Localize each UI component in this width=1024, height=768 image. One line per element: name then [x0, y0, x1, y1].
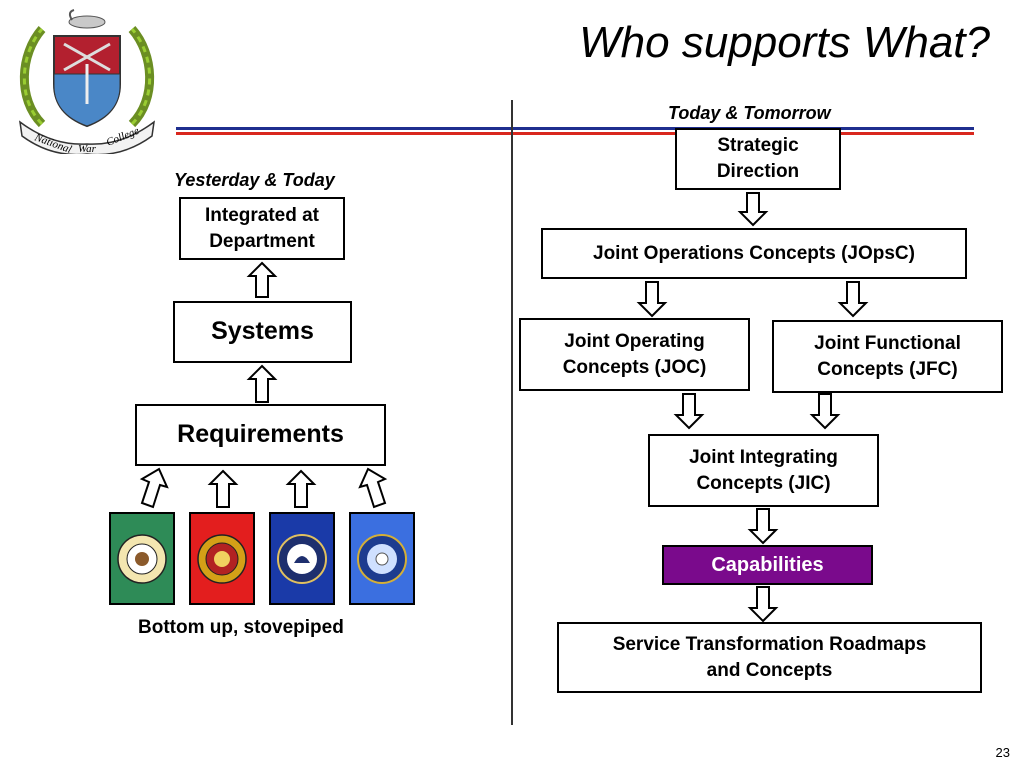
down-arrow-jopsc-to-joc	[636, 281, 668, 318]
down-arrow-joc-to-jic	[673, 393, 705, 430]
integrated-at-department-box: Integrated at Department	[179, 197, 345, 260]
navy-seal	[269, 512, 335, 605]
joc-label: Joint Operating Concepts (JOC)	[562, 330, 707, 378]
down-arrow-strategic-to-jopsc	[737, 192, 769, 227]
header-rule-blue	[176, 127, 974, 130]
up-arrow-systems-to-integrated	[246, 261, 278, 298]
down-arrow-jopsc-to-jfc	[837, 281, 869, 318]
army-seal	[109, 512, 175, 605]
logo-text-war: War	[78, 143, 97, 154]
up-arrow-air-force	[358, 467, 388, 509]
right-panel-caption: Today & Tomorrow	[668, 103, 831, 123]
integrated-at-department-label: Integrated at Department	[204, 204, 320, 252]
service-transformation-roadmaps-box: Service Transformation Roadmaps and Conc…	[557, 622, 982, 693]
strategic-direction-box: Strategic Direction	[675, 128, 841, 190]
capabilities-box: Capabilities	[662, 545, 873, 585]
service-transformation-roadmaps-label: Service Transformation Roadmaps and Conc…	[612, 633, 927, 681]
left-panel-footer: Bottom up, stovepiped	[138, 617, 344, 638]
air-force-seal	[349, 512, 415, 605]
systems-label: Systems	[211, 317, 314, 346]
down-arrow-capabilities-to-roadmaps	[747, 586, 779, 623]
down-arrow-jic-to-capabilities	[747, 508, 779, 545]
left-panel-caption: Yesterday & Today	[174, 170, 335, 190]
up-arrow-requirements-to-systems	[246, 364, 278, 403]
down-arrow-jfc-to-jic	[809, 393, 841, 430]
jic-box: Joint Integrating Concepts (JIC)	[648, 434, 879, 507]
joc-box: Joint Operating Concepts (JOC)	[519, 318, 750, 391]
national-war-college-logo: National War College	[12, 4, 162, 156]
jopsc-box: Joint Operations Concepts (JOpsC)	[541, 228, 967, 279]
strategic-direction-label: Strategic Direction	[716, 135, 800, 182]
requirements-box: Requirements	[135, 404, 386, 466]
up-arrow-marines	[207, 469, 239, 508]
page-number: 23	[995, 745, 1010, 760]
jfc-box: Joint Functional Concepts (JFC)	[772, 320, 1003, 393]
up-arrow-army	[139, 467, 169, 509]
requirements-label: Requirements	[177, 420, 344, 449]
panel-divider	[511, 100, 513, 725]
up-arrow-navy	[285, 469, 317, 508]
jic-label: Joint Integrating Concepts (JIC)	[689, 446, 838, 494]
slide-title: Who supports What?	[579, 18, 990, 67]
systems-box: Systems	[173, 301, 352, 363]
header-rule-red	[176, 132, 974, 135]
capabilities-label: Capabilities	[711, 553, 824, 576]
marine-corps-seal	[189, 512, 255, 605]
jopsc-label: Joint Operations Concepts (JOpsC)	[593, 242, 915, 264]
jfc-label: Joint Functional Concepts (JFC)	[814, 332, 961, 380]
